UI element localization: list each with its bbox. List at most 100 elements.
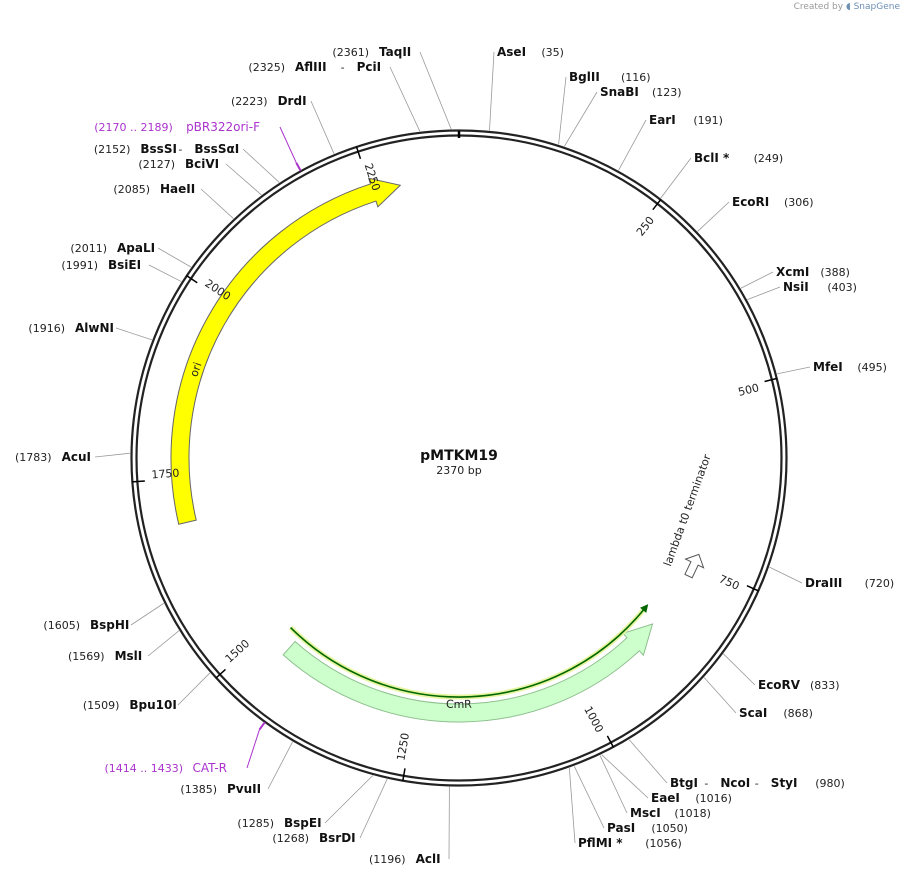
restriction-site[interactable]: BglII(116) [569, 70, 651, 84]
restriction-site[interactable]: BsiEI(1991) [61, 258, 141, 272]
site-name: BglII [569, 70, 600, 84]
restriction-site[interactable]: NsiI (403) [783, 280, 857, 294]
restriction-site[interactable]: BciVI(2127) [138, 157, 219, 171]
restriction-site[interactable]: PflMI *(1056) [578, 836, 682, 850]
site-name: EcoRI [732, 195, 769, 209]
site-name: NsiI [783, 280, 809, 294]
tick-mark [215, 668, 226, 679]
restriction-site[interactable]: AflIII - PciI(2325) [248, 60, 381, 74]
site-position: (2127) [138, 158, 175, 171]
site-name: ApaLI [117, 241, 155, 255]
credit-brand: SnapGene [853, 2, 900, 12]
restriction-site[interactable]: BspHI(1605) [43, 618, 129, 632]
site-position: (833) [810, 679, 840, 692]
restriction-site[interactable]: AcuI(1783) [15, 450, 91, 464]
restriction-site[interactable]: EcoRI (306) [732, 195, 814, 209]
site-leader [618, 119, 647, 171]
site-leader [628, 739, 668, 784]
restriction-site[interactable]: AseI(35) [497, 45, 564, 59]
site-leader [389, 66, 421, 132]
site-leader [225, 163, 262, 196]
site-position: (1783) [15, 451, 52, 464]
orf-line [289, 608, 646, 698]
restriction-site[interactable]: PasI(1050) [607, 821, 688, 835]
restriction-site[interactable]: MslI(1569) [68, 649, 142, 663]
primer-leader [279, 126, 297, 164]
snapgene-logo-icon: ◖ [845, 2, 851, 12]
cmr-label: CmR [446, 698, 473, 711]
site-name: AclI [416, 852, 441, 866]
restriction-site[interactable]: BclI *(249) [694, 151, 783, 165]
restriction-site[interactable]: EcoRV (833) [758, 678, 840, 692]
restriction-site[interactable]: BspEI(1285) [237, 816, 321, 830]
restriction-site[interactable]: DraIII(720) [805, 576, 894, 590]
restriction-site[interactable]: ScaI(868) [739, 706, 813, 720]
site-leader [703, 677, 737, 714]
site-position: (1385) [180, 783, 217, 796]
name-separator: - [704, 777, 708, 790]
restriction-site[interactable]: EarI(191) [649, 113, 723, 127]
tick-label: 1500 [223, 637, 252, 665]
site-position: (2011) [70, 242, 107, 255]
restriction-site[interactable]: AlwNI(1916) [28, 321, 114, 335]
site-name: EcoRV [758, 678, 801, 692]
name-separator: - [178, 143, 182, 156]
restriction-site[interactable]: DrdI (2223) [231, 94, 307, 108]
site-name: Bpu10I [129, 698, 176, 712]
site-position: (403) [827, 281, 857, 294]
site-position: (2085) [113, 183, 150, 196]
site-name: BssSαI [194, 142, 239, 156]
site-name: AflIII [295, 60, 327, 74]
tick-mark [402, 768, 406, 782]
restriction-site[interactable]: TaqII(2361) [332, 45, 411, 59]
restriction-site[interactable]: XcmI(388) [776, 265, 850, 279]
site-layer: TaqII(2361)AflIII - PciI(2325) AseI(35) Bg… [15, 45, 894, 866]
tick-mark [131, 480, 145, 483]
site-name: MscI [630, 806, 661, 820]
primer-site[interactable]: (1414 .. 1433)CAT-R [104, 721, 266, 775]
name-separator: - [341, 61, 345, 74]
tick-label: 1000 [581, 704, 606, 735]
site-position: (1509) [83, 699, 120, 712]
site-leader [157, 247, 192, 268]
site-leader [660, 157, 692, 199]
restriction-site[interactable]: MscI(1018) [630, 806, 711, 820]
site-leader [94, 452, 131, 458]
restriction-site[interactable]: BssSI - BssSαI(2152) [94, 142, 239, 156]
restriction-site[interactable]: EaeI(1016) [651, 791, 732, 805]
site-position: (1050) [651, 822, 688, 835]
primer-mark [258, 721, 266, 731]
site-name: DrdI [278, 94, 307, 108]
restriction-site[interactable]: SnaBI(123) [600, 85, 682, 99]
site-position: (868) [783, 707, 813, 720]
site-position: (980) [815, 777, 845, 790]
restriction-site[interactable]: BtgI - NcoI - StyI(980) [670, 776, 845, 790]
site-name: StyI [771, 776, 798, 790]
site-leader [177, 672, 211, 706]
primer-site[interactable]: (2170 .. 2189)pBR322ori-F [94, 120, 302, 172]
site-position: (2325) [248, 61, 285, 74]
site-position: (306) [784, 196, 814, 209]
site-position: (2223) [231, 95, 268, 108]
site-name: NcoI [720, 776, 750, 790]
restriction-site[interactable]: PvuII(1385) [180, 782, 261, 796]
site-position: (123) [652, 86, 682, 99]
site-leader [558, 76, 567, 145]
site-position: (1569) [68, 650, 105, 663]
site-leader [115, 327, 153, 341]
terminator-icon [684, 553, 705, 579]
site-leader [573, 765, 605, 829]
restriction-site[interactable]: Bpu10I (1509) [83, 698, 177, 712]
site-leader [776, 366, 811, 375]
restriction-site[interactable]: MfeI(495) [813, 360, 887, 374]
site-leader [310, 100, 335, 154]
tick-label: 750 [717, 572, 741, 592]
site-position: (2361) [332, 46, 369, 59]
site-position: (388) [820, 266, 850, 279]
site-leader [148, 264, 182, 282]
site-position: (495) [857, 361, 887, 374]
restriction-site[interactable]: BsrDI(1268) [272, 831, 355, 845]
restriction-site[interactable]: HaeII(2085) [113, 182, 195, 196]
restriction-site[interactable]: AclI(1196) [369, 852, 441, 866]
restriction-site[interactable]: ApaLI (2011) [70, 241, 155, 255]
